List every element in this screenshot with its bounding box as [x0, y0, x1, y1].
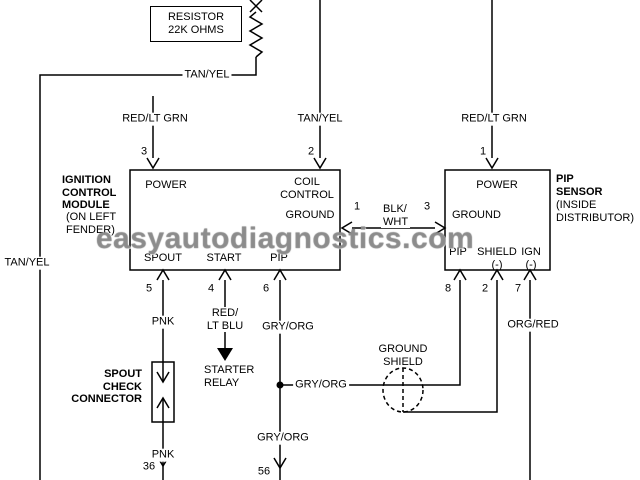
wire-shield-drain: [403, 280, 498, 413]
pin8-connector-icon: [453, 268, 467, 281]
wire-label-org-red: ORG/RED: [505, 318, 561, 332]
wire-label-red-lt-grn-right: RED/LT GRN: [459, 112, 529, 126]
pin2-connector-icon: [313, 157, 327, 170]
wire-label-pnk-lower: PNK: [149, 448, 177, 462]
pin-number-4: 4: [207, 282, 215, 295]
wire-tan-yel-main: [39, 57, 257, 480]
pin7-connector-icon: [523, 268, 537, 281]
pin-number-2: 2: [307, 145, 315, 158]
icm-ground-label: GROUND: [285, 209, 335, 221]
pin2b-connector-icon: [490, 268, 504, 281]
spout-check-connector-label: SPOUT CHECK CONNECTOR: [71, 368, 142, 406]
pin-number-3: 3: [140, 145, 148, 158]
pip-sensor-subtitle: (INSIDE DISTRIBUTOR): [556, 199, 635, 224]
starter-relay-arrow-icon: [217, 348, 233, 361]
wire-label-tan-yel-mid: TAN/YEL: [295, 112, 345, 126]
icm-power-label: POWER: [145, 179, 187, 191]
pin-number-56: 56: [257, 465, 271, 478]
pip-shield-label: SHIELD (-): [477, 246, 517, 271]
icm-box: [129, 169, 341, 271]
pip-pip-label: PIP: [449, 246, 467, 258]
pip-sensor-title: PIP SENSOR: [556, 173, 603, 198]
link-pin-number-1: 1: [353, 200, 361, 213]
wire-label-gry-org-1: GRY/ORG: [260, 320, 316, 334]
icm-start-label: START: [206, 252, 242, 264]
starter-relay-label: STARTER RELAY: [204, 364, 255, 389]
link-right-connector-icon: [434, 221, 447, 235]
pip-ground-label: GROUND: [452, 209, 501, 221]
wire-label-tan-yel-top: TAN/YEL: [182, 68, 232, 82]
pin-number-7: 7: [514, 282, 522, 295]
wire-label-gry-org-3: GRY/ORG: [255, 431, 311, 445]
icm-spout-label: SPOUT: [144, 252, 182, 264]
pin-number-8: 8: [444, 282, 452, 295]
wire-label-blk-wht: BLK/ WHT: [381, 203, 411, 229]
icm-pip-label: PIP: [270, 252, 288, 264]
top-connector-x-icon: [249, 0, 263, 13]
icm-title: IGNITION CONTROL MODULE: [62, 174, 117, 212]
pin6-connector-icon: [273, 268, 287, 281]
pin-number-2b: 2: [481, 282, 489, 295]
icm-subtitle: (ON LEFT FENDER): [66, 211, 117, 236]
pin-number-1: 1: [479, 145, 487, 158]
pip-power-label: POWER: [476, 179, 518, 191]
spout-upper-connector-icon: [156, 371, 170, 384]
pin5-connector-icon: [156, 268, 170, 281]
wire-label-tan-yel-left: TAN/YEL: [2, 256, 52, 270]
pin3-connector-icon: [146, 157, 160, 170]
link-pin-number-3: 3: [423, 200, 431, 213]
icm-coil-control-label: COIL CONTROL: [280, 176, 334, 201]
ground-shield-label: GROUND SHIELD: [378, 343, 428, 368]
resistor-label-box: RESISTOR 22K OHMS: [150, 6, 242, 42]
wire-label-red-lt-grn-left: RED/LT GRN: [120, 112, 190, 126]
wire-label-gry-org-2: GRY/ORG: [293, 378, 349, 392]
pin-number-6: 6: [262, 282, 270, 295]
pin-number-5: 5: [145, 282, 153, 295]
pin4-connector-icon: [218, 268, 232, 281]
wire-label-pnk-upper: PNK: [149, 315, 177, 329]
link-left-connector-icon: [340, 221, 353, 235]
pin56-connector-icon: [273, 457, 287, 470]
pin1-connector-icon: [485, 157, 499, 170]
wire-label-red-lt-blu: RED/ LT BLU: [204, 307, 246, 333]
resistor-symbol: [248, 11, 264, 58]
pin-number-36: 36: [142, 460, 156, 473]
pip-ign-label: IGN (-): [521, 246, 541, 271]
